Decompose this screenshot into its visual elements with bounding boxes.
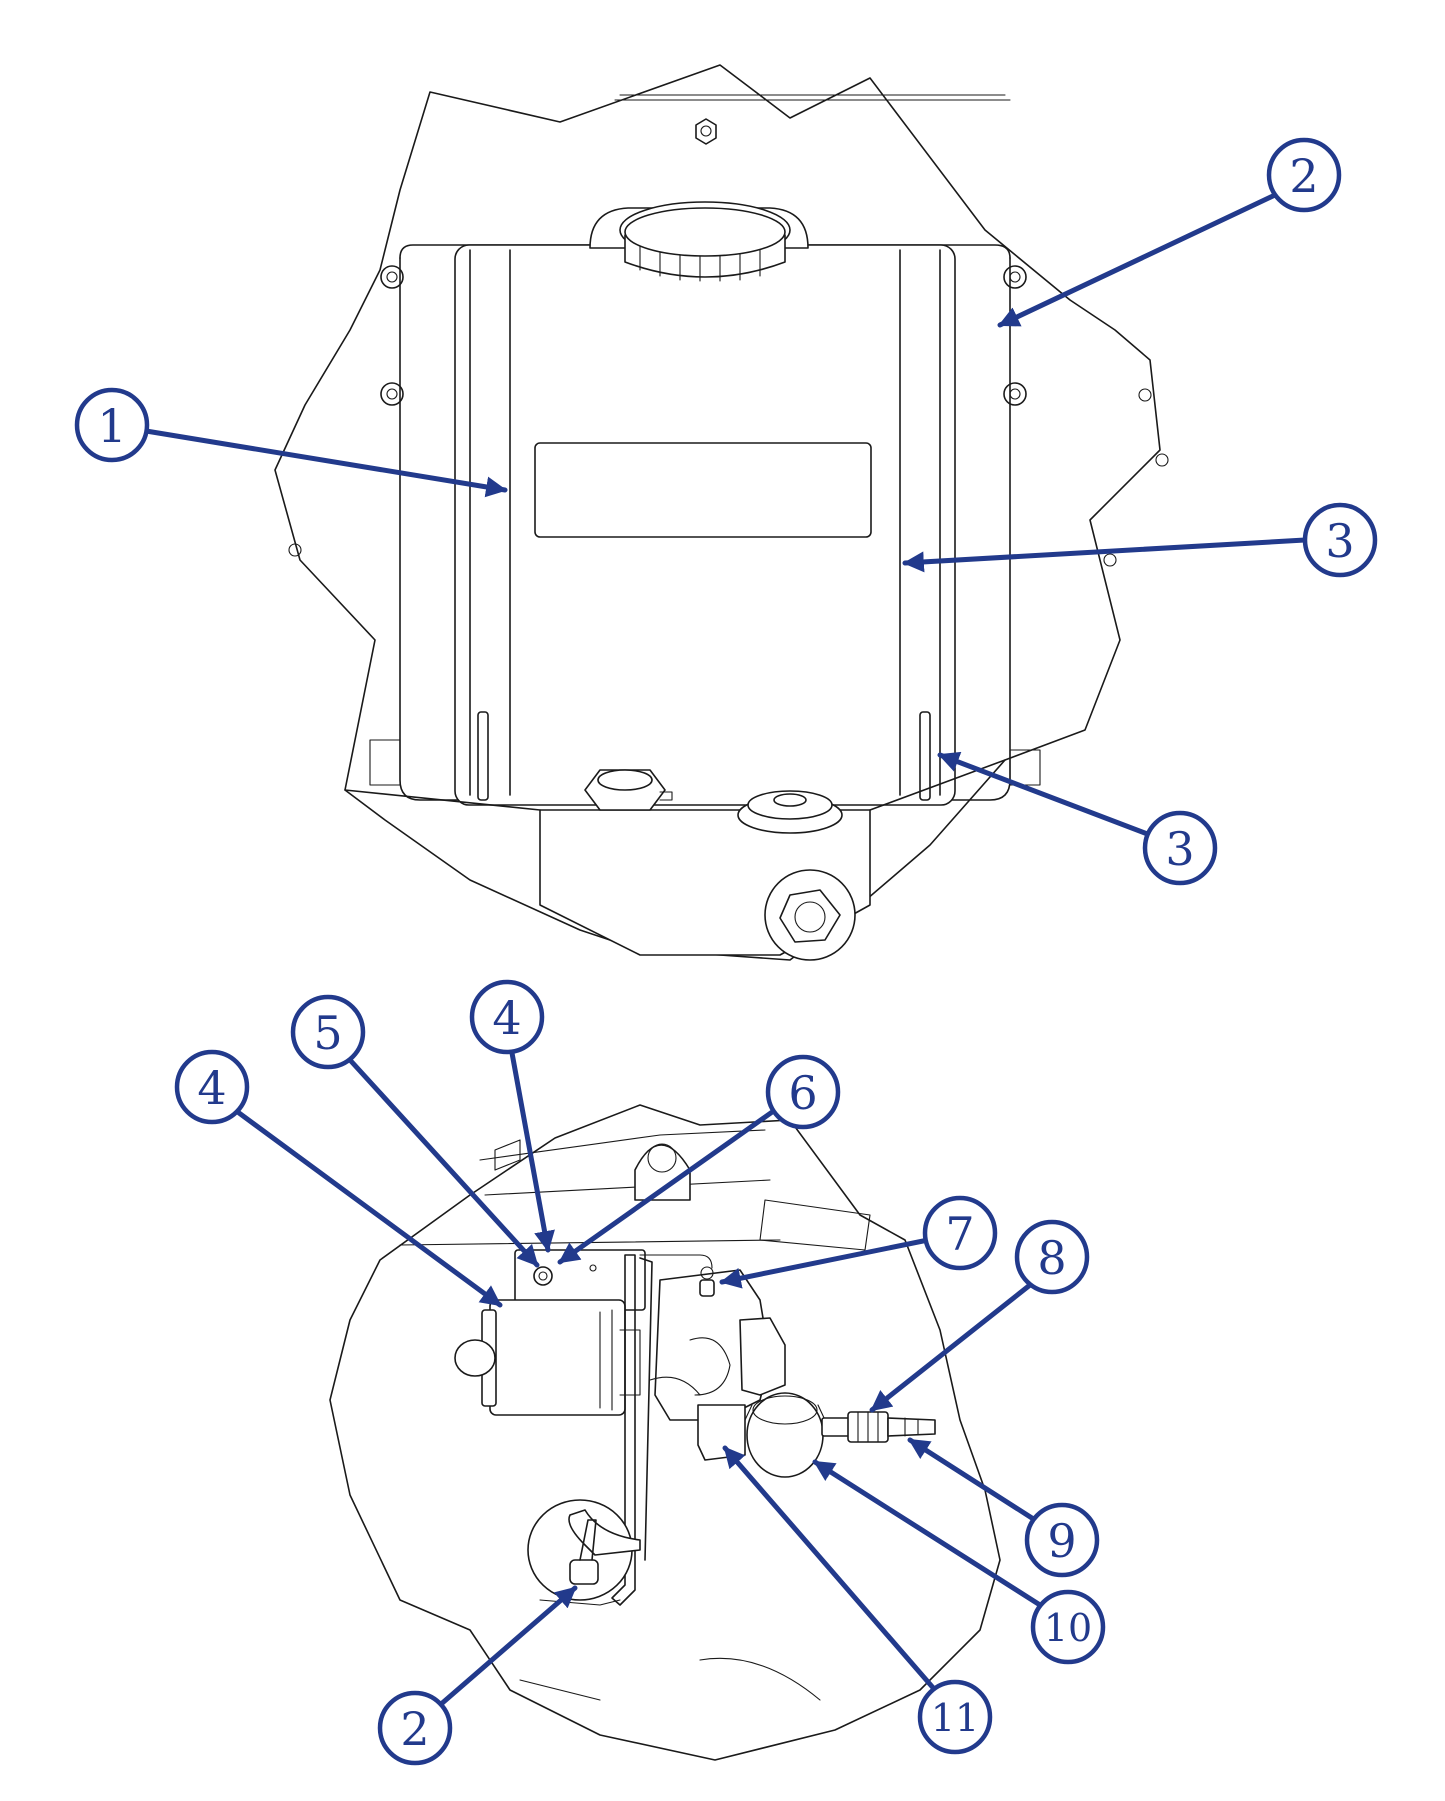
bottom-manifold	[344, 739, 1041, 961]
top-nut	[695, 118, 717, 145]
elbow-fitting	[697, 1404, 746, 1461]
filler-cap	[589, 201, 809, 282]
callout-bot-8: 8	[869, 1219, 1090, 1413]
callout-bot-6: 6	[557, 1054, 841, 1265]
callout-label-3b: 3	[1165, 822, 1194, 876]
callout-label-4a: 4	[197, 1061, 226, 1115]
callout-label-7: 7	[945, 1207, 974, 1261]
filter-bowl	[744, 1392, 826, 1478]
callout-label-2b: 2	[400, 1702, 429, 1756]
hose-barb-fitting	[821, 1411, 936, 1443]
callout-label-6: 6	[788, 1066, 817, 1120]
callout-bot-11: 11	[722, 1445, 993, 1755]
callout-bot-7: 7	[719, 1195, 998, 1289]
callout-bot-2: 2	[377, 1585, 578, 1766]
top-view-drawing	[274, 64, 1169, 961]
callout-label-1: 1	[97, 399, 126, 453]
callout-label-9: 9	[1047, 1514, 1076, 1568]
callout-label-11: 11	[931, 1696, 979, 1740]
callout-label-3a: 3	[1325, 514, 1354, 568]
callout-top-1: 1	[74, 387, 508, 498]
callout-label-5: 5	[313, 1006, 342, 1060]
callout-label-2: 2	[1289, 149, 1318, 203]
callout-bot-9: 9	[907, 1437, 1100, 1578]
callout-label-4b: 4	[492, 991, 521, 1045]
callout-label-10: 10	[1044, 1606, 1092, 1650]
bottom-view-drawing	[329, 1104, 1001, 1761]
callout-bot-10: 10	[812, 1459, 1106, 1665]
label-plate	[534, 442, 872, 538]
callout-bot-5: 5	[290, 994, 540, 1268]
pickup-assembly	[527, 1499, 641, 1606]
callout-label-8: 8	[1037, 1231, 1066, 1285]
callout-top-2: 2	[997, 137, 1342, 328]
pump-head	[639, 1254, 786, 1421]
callout-bot-4b: 4	[469, 979, 555, 1253]
callout-top-3a: 3	[902, 502, 1378, 578]
callout-top-3b: 3	[937, 751, 1218, 886]
callout-bot-4a: 4	[174, 1049, 503, 1308]
pump-motor	[454, 1299, 641, 1416]
bottom-view-torn-outline	[329, 1104, 1001, 1761]
